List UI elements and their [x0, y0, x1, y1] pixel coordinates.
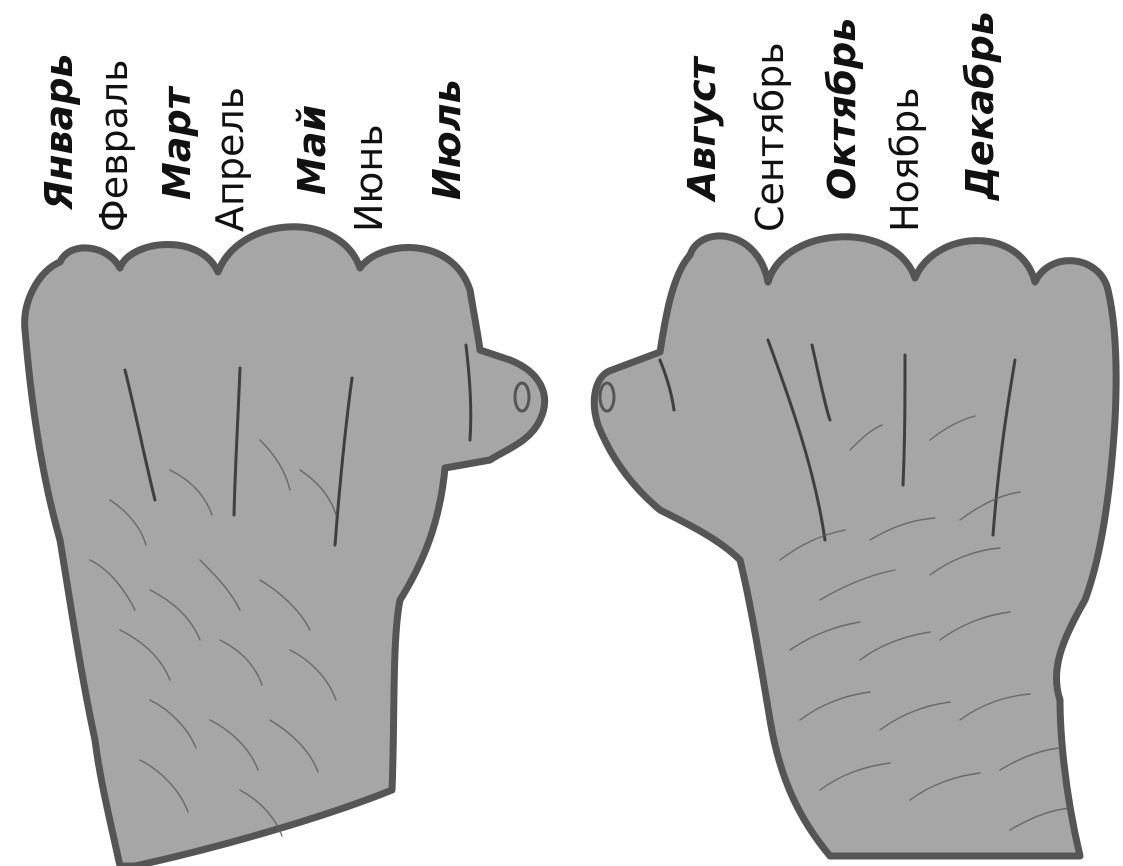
right-fist: [594, 236, 1116, 856]
right-fist-outline: [594, 236, 1116, 856]
month-label-january: Январь: [37, 54, 81, 211]
month-label-august: Август: [680, 55, 724, 203]
month-label-september: Сентябрь: [748, 42, 792, 232]
left-fist: [25, 227, 545, 866]
left-hand-month-labels: Январь Февраль Март Апрель Май Июнь Июль: [37, 54, 469, 232]
month-label-october: Октябрь: [820, 18, 864, 200]
month-label-june: Июнь: [347, 124, 391, 232]
month-label-december: Декабрь: [958, 11, 1002, 201]
month-label-may: Май: [290, 105, 334, 195]
right-thumbnail: [600, 383, 614, 411]
month-label-april: Апрель: [208, 87, 252, 232]
month-label-november: Ноябрь: [883, 87, 927, 232]
month-label-february: Февраль: [92, 59, 136, 232]
month-label-march: Март: [155, 85, 199, 200]
left-fist-outline: [25, 227, 545, 866]
month-label-july: Июль: [425, 79, 469, 200]
right-hand-month-labels: Август Сентябрь Октябрь Ноябрь Декабрь: [680, 11, 1002, 232]
left-thumbnail: [515, 383, 529, 411]
